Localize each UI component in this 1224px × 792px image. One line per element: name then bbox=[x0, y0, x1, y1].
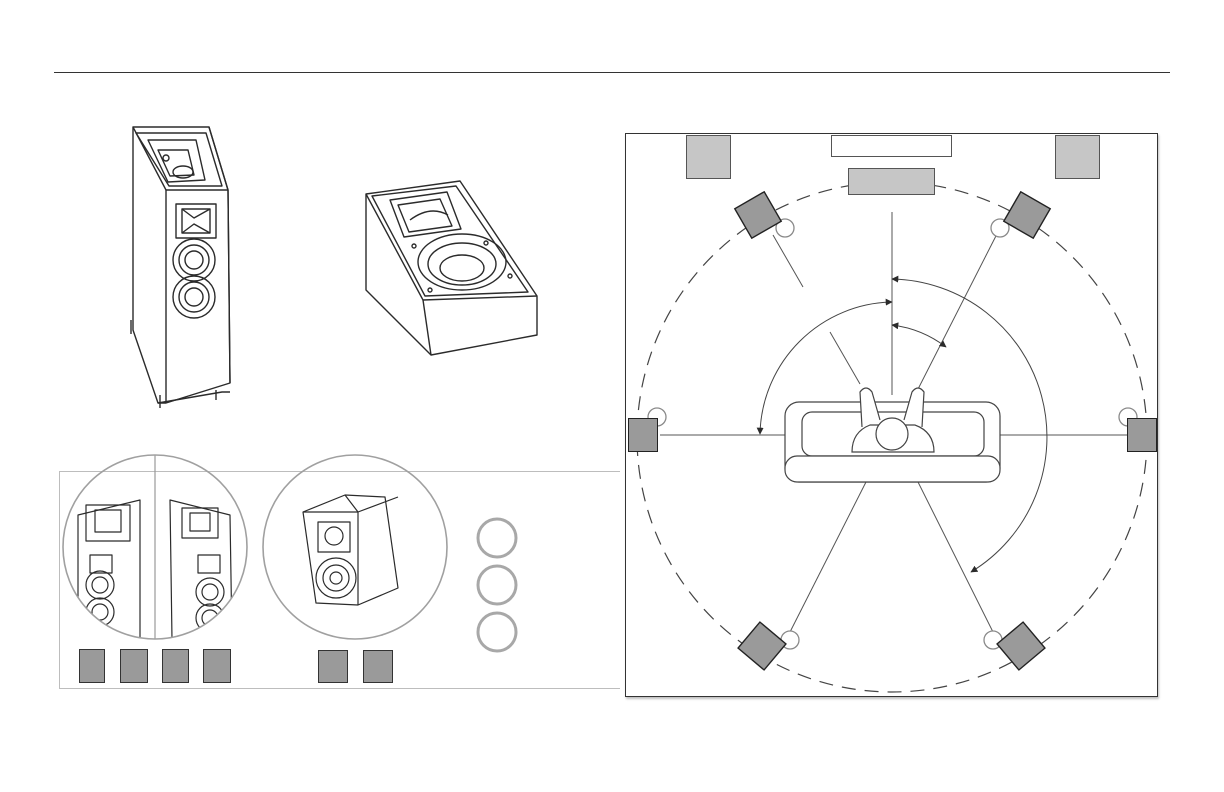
tower-swatch bbox=[203, 649, 231, 683]
center-speaker bbox=[848, 168, 935, 195]
tower-swatch bbox=[162, 649, 189, 683]
front-right-speaker bbox=[1055, 135, 1100, 179]
side-left-surround bbox=[628, 418, 658, 452]
header-rule bbox=[54, 72, 1170, 73]
surround-swatch bbox=[318, 650, 348, 683]
tower-swatch bbox=[120, 649, 148, 683]
tower-swatch bbox=[79, 649, 105, 683]
front-left-speaker bbox=[686, 135, 731, 179]
side-right-surround bbox=[1127, 418, 1157, 452]
screen bbox=[831, 135, 952, 157]
room-layout-frame bbox=[625, 133, 1158, 697]
surround-swatch bbox=[363, 650, 393, 683]
